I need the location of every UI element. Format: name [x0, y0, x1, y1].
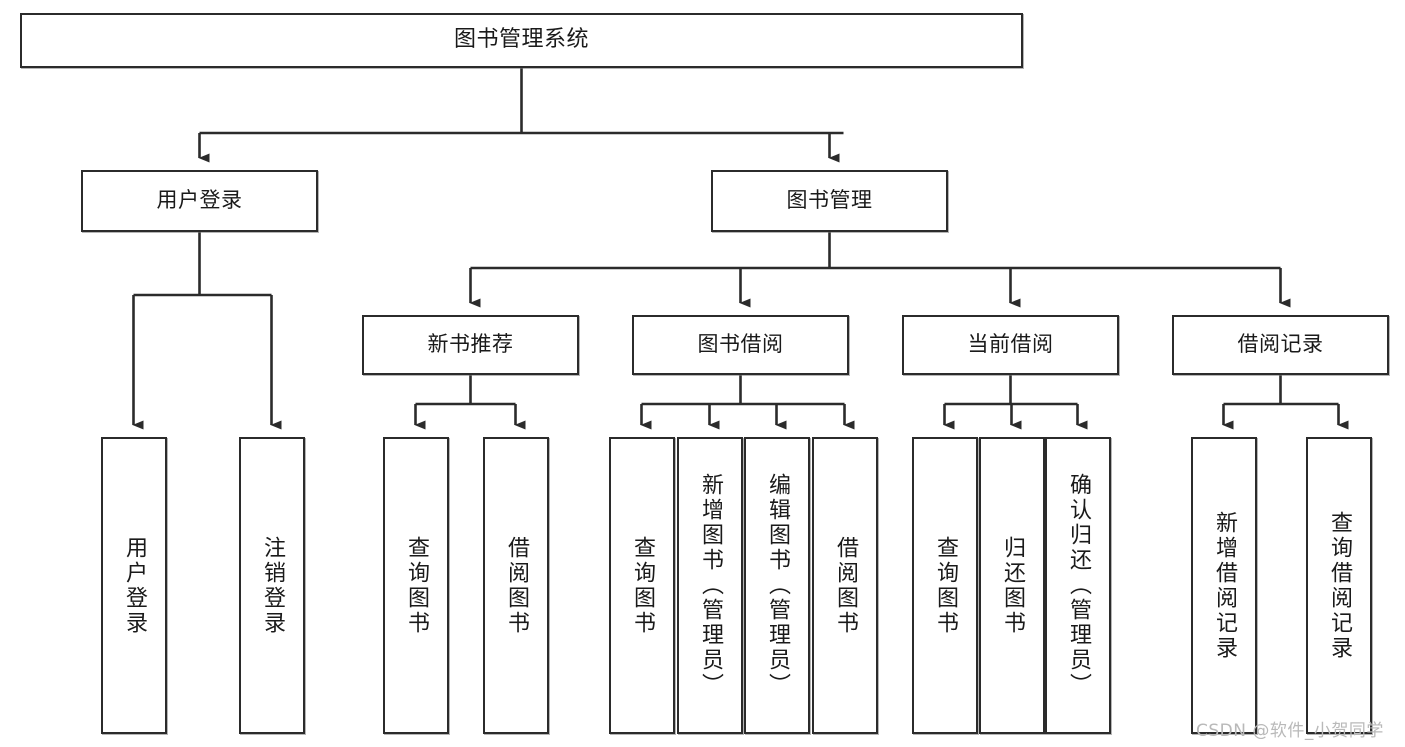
node-label: 查询图书 [404, 535, 429, 636]
node-leaf-add-record[interactable]: 新增借阅记录 [1191, 437, 1257, 734]
csdn-watermark: CSDN @软件_小贺同学 [1196, 721, 1384, 741]
node-label: 确认归还（管理员） [1066, 473, 1091, 698]
node-leaf-query-book-1[interactable]: 查询图书 [383, 437, 449, 734]
node-leaf-logout-login[interactable]: 注销登录 [239, 437, 305, 734]
node-leaf-borrow-book-1[interactable]: 借阅图书 [483, 437, 549, 734]
node-leaf-add-book[interactable]: 新增图书（管理员） [677, 437, 743, 734]
node-leaf-user-login[interactable]: 用户登录 [101, 437, 167, 734]
node-leaf-confirm-return[interactable]: 确认归还（管理员） [1045, 437, 1111, 734]
node-new-book-recommend[interactable]: 新书推荐 [362, 315, 579, 375]
node-label: 查询图书 [933, 535, 958, 636]
node-label: 用户登录 [122, 535, 147, 636]
node-label: 用户登录 [156, 188, 243, 213]
node-label: 归还图书 [1000, 535, 1025, 636]
node-leaf-borrow-book-2[interactable]: 借阅图书 [812, 437, 878, 734]
node-label: 图书管理 [786, 188, 873, 213]
node-label: 当前借阅 [967, 332, 1054, 357]
node-leaf-query-book-3[interactable]: 查询图书 [912, 437, 978, 734]
node-label: 查询图书 [630, 535, 655, 636]
node-label: 注销登录 [260, 535, 285, 636]
node-label: 新书推荐 [427, 332, 514, 357]
node-book-management[interactable]: 图书管理 [711, 170, 948, 232]
node-leaf-query-record[interactable]: 查询借阅记录 [1306, 437, 1372, 734]
node-label: 图书借阅 [697, 332, 784, 357]
node-label: 新增图书（管理员） [698, 473, 723, 698]
node-root-system[interactable]: 图书管理系统 [20, 13, 1023, 68]
node-label: 借阅记录 [1237, 332, 1324, 357]
node-user-login[interactable]: 用户登录 [81, 170, 318, 232]
node-label: 借阅图书 [504, 535, 529, 636]
node-book-borrow[interactable]: 图书借阅 [632, 315, 849, 375]
node-label: 图书管理系统 [453, 27, 589, 53]
node-label: 借阅图书 [833, 535, 858, 636]
node-current-borrow[interactable]: 当前借阅 [902, 315, 1119, 375]
node-borrow-record[interactable]: 借阅记录 [1172, 315, 1389, 375]
node-label: 查询借阅记录 [1327, 510, 1352, 661]
node-label: 编辑图书（管理员） [765, 473, 790, 698]
node-label: 新增借阅记录 [1212, 510, 1237, 661]
node-leaf-return-book[interactable]: 归还图书 [979, 437, 1045, 734]
node-leaf-query-book-2[interactable]: 查询图书 [609, 437, 675, 734]
node-leaf-edit-book[interactable]: 编辑图书（管理员） [744, 437, 810, 734]
